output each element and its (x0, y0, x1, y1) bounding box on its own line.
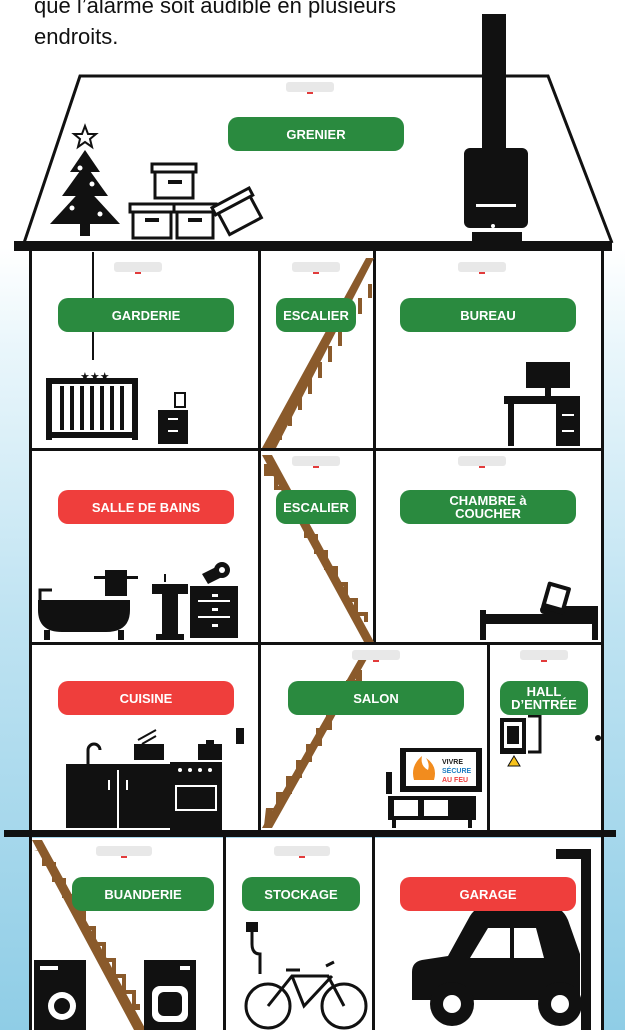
tablet-icon (541, 581, 571, 615)
storage-box-icon (128, 162, 264, 240)
washing-machine-icon (34, 960, 86, 1030)
label-garderie: GARDERIE (58, 298, 234, 332)
smoke-detector-icon (286, 82, 334, 94)
basement-left-wall (29, 837, 32, 1030)
label-escalier-2: ESCALIER (276, 490, 356, 524)
sink-icon (152, 574, 188, 640)
basement-right-wall (601, 837, 604, 1030)
staircase-basement (32, 840, 146, 1030)
tv-logo-word3: AU FEU (442, 777, 468, 784)
floor-1-line (30, 642, 604, 645)
smoke-detector-icon (458, 456, 506, 468)
smoke-detector-icon (520, 650, 568, 662)
floor-2-line (30, 448, 604, 451)
smoke-detector-icon (96, 846, 152, 858)
label-bureau: BUREAU (400, 298, 576, 332)
desk-computer-icon (504, 362, 580, 446)
ground-floor-slab (4, 830, 616, 837)
label-chambre-line2: COUCHER (455, 506, 521, 521)
right-wall (601, 251, 604, 831)
dryer-icon (144, 960, 196, 1030)
chimney (482, 14, 506, 160)
smoke-detector-icon (352, 650, 400, 662)
tv-logo-word1: VIVRE (442, 759, 463, 766)
label-cuisine: CUISINE (58, 681, 234, 715)
hair-dryer-icon (202, 562, 230, 584)
label-salon: SALON (288, 681, 464, 715)
label-garage: GARAGE (400, 877, 576, 911)
label-hall-line1: HALL (526, 684, 562, 699)
smoke-detector-icon (458, 262, 506, 274)
smoke-detector-icon (114, 262, 162, 274)
wall-stair-left (258, 251, 261, 642)
wall-salon-hall (487, 645, 490, 830)
baby-monitor-icon (158, 392, 188, 444)
label-escalier-1: ESCALIER (276, 298, 356, 332)
cabinet-icon (190, 586, 238, 638)
smoke-detector-icon (292, 262, 340, 274)
intro-text: que l’alarme soit audible en plusieurs e… (34, 0, 554, 52)
kitchen-counter-icon (66, 728, 244, 828)
label-chambre-line1: CHAMBRE à (449, 493, 527, 508)
label-hall-line2: D’ENTRÉE (511, 697, 577, 712)
label-salle-de-bains: SALLE DE BAINS (58, 490, 234, 524)
crib-icon: ★★★ (46, 252, 138, 440)
left-wall (29, 251, 32, 831)
label-chambre: CHAMBRE à COUCHER (400, 490, 576, 524)
wall-stockage-garage (372, 837, 375, 1030)
roof-outline (22, 74, 614, 244)
intro-line-1: que l’alarme soit audible en plusieurs (34, 0, 396, 18)
car-icon (412, 849, 591, 1030)
wall-buanderie-stockage (223, 837, 226, 1030)
wall-kitchen-salon (258, 645, 261, 830)
smoke-detector-icon (274, 846, 330, 858)
wall-stair-right (373, 251, 376, 642)
label-hall: HALL D’ENTRÉE (500, 681, 588, 715)
attic-floor (14, 241, 612, 251)
smoke-detector-icon (292, 456, 340, 468)
bicycle-icon (244, 922, 368, 1030)
tv-logo-word2: SÉCURE (442, 766, 472, 775)
alarm-panel-icon (500, 714, 601, 767)
stove-icon (134, 729, 222, 830)
tv-icon: VIVRE SÉCURE AU FEU (386, 748, 482, 828)
wood-stove-icon (464, 148, 528, 242)
label-buanderie: BUANDERIE (72, 877, 214, 911)
intro-line-2: endroits. (34, 24, 119, 49)
christmas-tree-icon (50, 123, 120, 236)
label-grenier: GRENIER (228, 117, 404, 151)
bathtub-icon (38, 570, 138, 640)
label-stockage: STOCKAGE (242, 877, 360, 911)
